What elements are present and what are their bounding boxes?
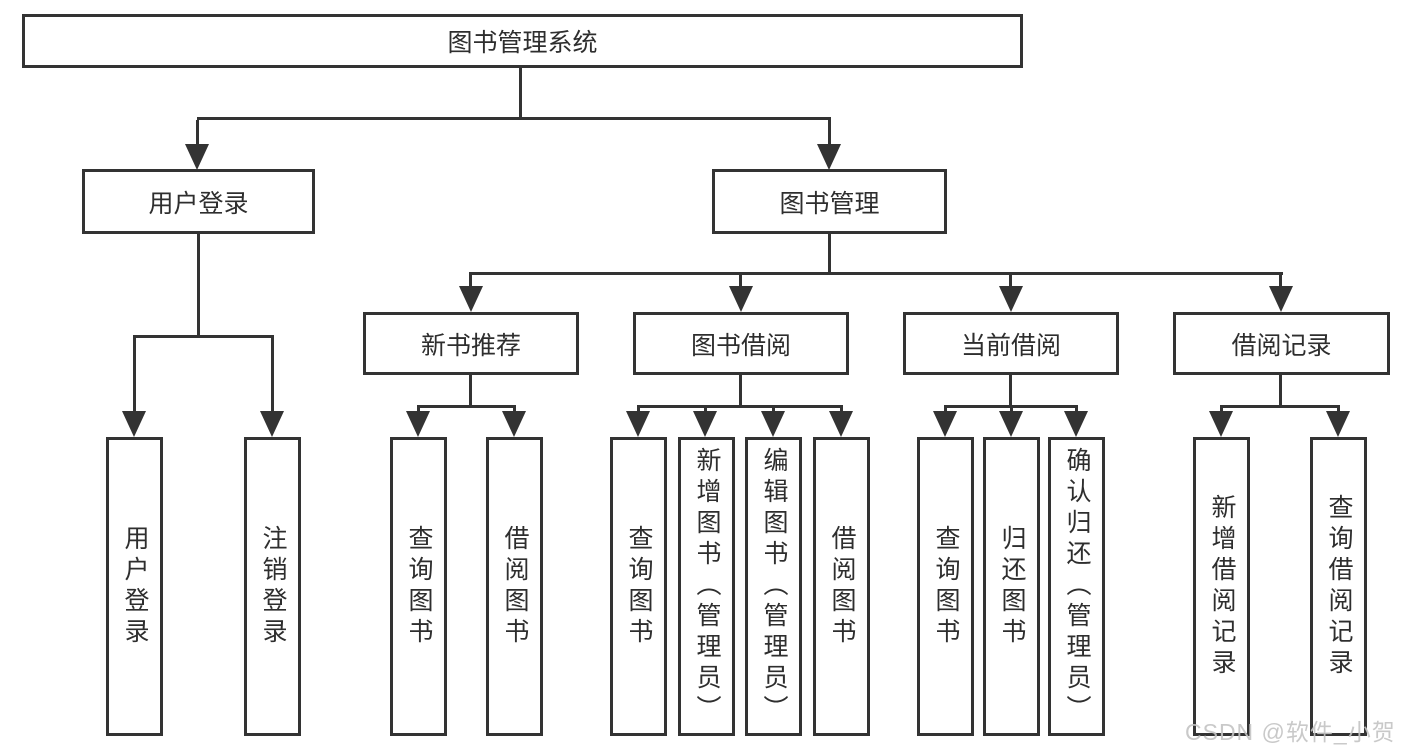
connector-root-stem (519, 68, 522, 118)
node-new-book-recommend: 新书推荐 (363, 312, 579, 375)
connector-drop (637, 408, 640, 413)
arrowhead-icon (1269, 286, 1293, 312)
node-borrow-records: 借阅记录 (1173, 312, 1390, 375)
leaf-user-login-label: 用户登录 (121, 524, 148, 649)
arrowhead-icon (406, 411, 430, 437)
node-book-management-label: 图书管理 (779, 190, 880, 218)
leaf-current-query-books-label: 查询图书 (932, 524, 959, 649)
arrowhead-icon (729, 286, 753, 312)
connector-drop (196, 120, 199, 146)
leaf-add-borrow-record-label: 新增借阅记录 (1208, 493, 1235, 680)
arrowhead-icon (817, 144, 841, 170)
connector-drop (739, 275, 742, 288)
arrowhead-icon (1326, 411, 1350, 437)
leaf-add-books-admin: 新增图书（管理员） (678, 437, 735, 736)
connector-current-stem (1009, 375, 1012, 405)
leaf-add-borrow-record: 新增借阅记录 (1193, 437, 1250, 736)
connector-book-mgmt-stem (828, 234, 831, 272)
arrowhead-icon (260, 411, 284, 437)
leaf-recommend-borrow-books: 借阅图书 (486, 437, 543, 736)
leaf-user-login: 用户登录 (106, 437, 163, 736)
leaf-logout: 注销登录 (244, 437, 301, 736)
node-current-borrowing-label: 当前借阅 (960, 332, 1061, 360)
leaf-confirm-return-admin: 确认归还（管理员） (1048, 437, 1105, 736)
connector-records-stem (1279, 375, 1282, 405)
connector-borrowing-bar (637, 405, 843, 408)
leaf-return-books-label: 归还图书 (998, 524, 1025, 649)
arrowhead-icon (122, 411, 146, 437)
connector-drop (1279, 275, 1282, 288)
connector-current-bar (944, 405, 1078, 408)
connector-drop (704, 408, 707, 413)
connector-drop (1337, 408, 1340, 413)
arrowhead-icon (1064, 411, 1088, 437)
connector-drop (1075, 408, 1078, 413)
connector-drop (944, 408, 947, 413)
node-root: 图书管理系统 (22, 14, 1023, 68)
node-book-management: 图书管理 (712, 169, 947, 234)
arrowhead-icon (999, 286, 1023, 312)
connector-drop (133, 338, 136, 414)
leaf-query-borrow-record-label: 查询借阅记录 (1325, 493, 1352, 680)
connector-drop (840, 408, 843, 413)
arrowhead-icon (933, 411, 957, 437)
connector-drop (417, 408, 420, 413)
connector-recommend-bar (417, 405, 516, 408)
leaf-edit-books-admin: 编辑图书（管理员） (745, 437, 802, 736)
node-book-borrowing-label: 图书借阅 (690, 332, 791, 360)
leaf-current-query-books: 查询图书 (917, 437, 974, 736)
connector-drop (271, 338, 274, 414)
connector-drop (828, 120, 831, 146)
leaf-edit-books-admin-label: 编辑图书（管理员） (760, 447, 787, 726)
connector-root-bar (197, 117, 831, 120)
leaf-recommend-query-books: 查询图书 (390, 437, 447, 736)
connector-recommend-stem (469, 375, 472, 405)
leaf-return-books: 归还图书 (983, 437, 1040, 736)
connector-drop (469, 275, 472, 288)
connector-user-login-bar (133, 335, 274, 338)
leaf-borrowing-borrow-books-label: 借阅图书 (828, 524, 855, 649)
leaf-add-books-admin-label: 新增图书（管理员） (693, 447, 720, 726)
watermark: CSDN @软件_小贺同学 (1185, 719, 1396, 745)
connector-borrowing-stem (739, 375, 742, 405)
arrowhead-icon (829, 411, 853, 437)
connector-drop (772, 408, 775, 413)
arrowhead-icon (459, 286, 483, 312)
leaf-query-borrow-record: 查询借阅记录 (1310, 437, 1367, 736)
arrowhead-icon (693, 411, 717, 437)
leaf-borrowing-query-books: 查询图书 (610, 437, 667, 736)
node-current-borrowing: 当前借阅 (903, 312, 1119, 375)
leaf-borrowing-query-books-label: 查询图书 (625, 524, 652, 649)
node-new-book-recommend-label: 新书推荐 (420, 332, 521, 360)
arrowhead-icon (1209, 411, 1233, 437)
node-root-label: 图书管理系统 (447, 30, 598, 57)
node-book-borrowing: 图书借阅 (633, 312, 849, 375)
leaf-recommend-query-books-label: 查询图书 (405, 524, 432, 649)
connector-drop (1009, 275, 1012, 288)
leaf-confirm-return-admin-label: 确认归还（管理员） (1063, 447, 1090, 726)
node-user-login-label: 用户登录 (148, 190, 249, 218)
leaf-borrowing-borrow-books: 借阅图书 (813, 437, 870, 736)
node-borrow-records-label: 借阅记录 (1231, 332, 1332, 360)
connector-records-bar (1220, 405, 1340, 408)
arrowhead-icon (502, 411, 526, 437)
arrowhead-icon (626, 411, 650, 437)
connector-drop (1220, 408, 1223, 413)
leaf-recommend-borrow-books-label: 借阅图书 (501, 524, 528, 649)
connector-drop (1010, 408, 1013, 413)
connector-book-mgmt-bar (469, 272, 1283, 275)
arrowhead-icon (761, 411, 785, 437)
leaf-logout-label: 注销登录 (259, 524, 286, 649)
connector-drop (513, 408, 516, 413)
arrowhead-icon (999, 411, 1023, 437)
node-user-login: 用户登录 (82, 169, 315, 234)
connector-user-login-stem (197, 234, 200, 337)
arrowhead-icon (185, 144, 209, 170)
